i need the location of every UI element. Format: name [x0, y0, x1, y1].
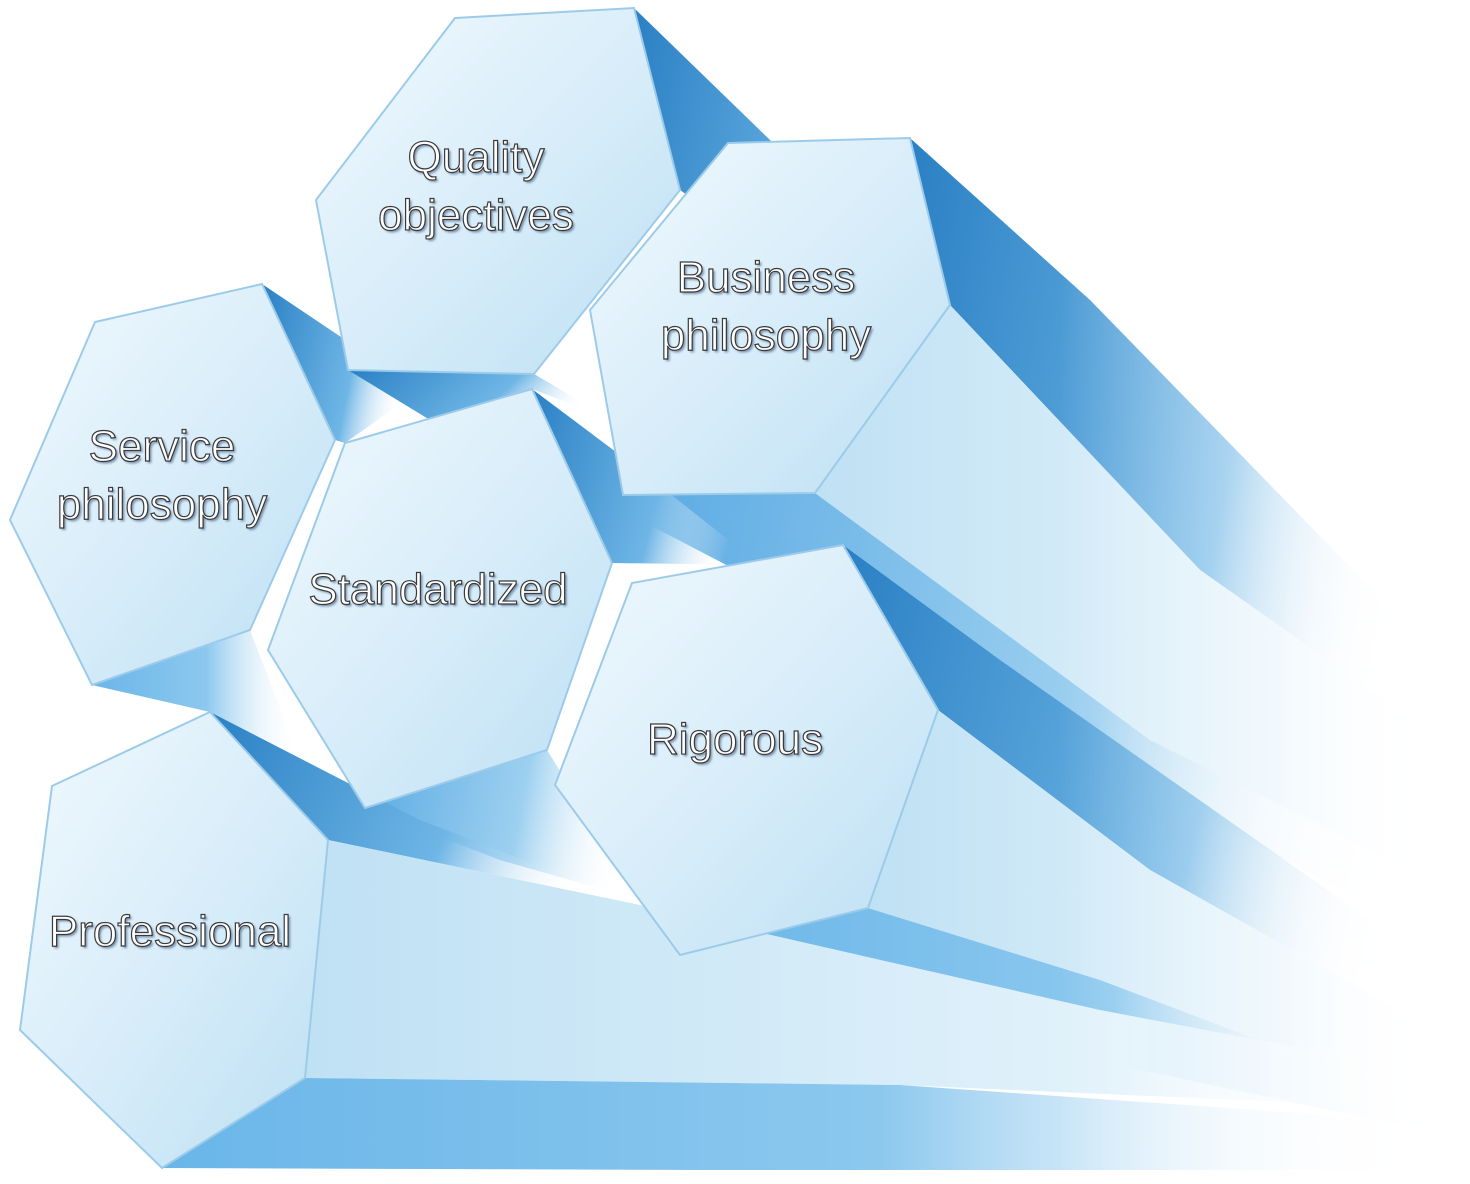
pillar-label-line: philosophy — [56, 479, 268, 529]
pillar-label-rigorous: Rigorous — [646, 711, 824, 769]
pillar-label-line: Business — [676, 252, 856, 302]
pillar-label-line: Rigorous — [646, 714, 824, 764]
pillar-label-quality: Quality objectives — [378, 129, 575, 245]
pillar-label-service: Service philosophy — [56, 418, 268, 534]
pillar-label-line: philosophy — [660, 310, 872, 360]
pillar-label-business: Business philosophy — [660, 249, 872, 365]
pillar-label-line: Standardized — [308, 564, 568, 614]
pillar-label-line: Quality — [407, 132, 545, 182]
pillar-label-professional: Professional — [48, 903, 292, 961]
pillar-label-line: objectives — [378, 190, 575, 240]
pillar-label-line: Professional — [48, 906, 292, 956]
pillar-label-line: Service — [88, 421, 236, 471]
pillar-label-standardized: Standardized — [308, 561, 568, 619]
